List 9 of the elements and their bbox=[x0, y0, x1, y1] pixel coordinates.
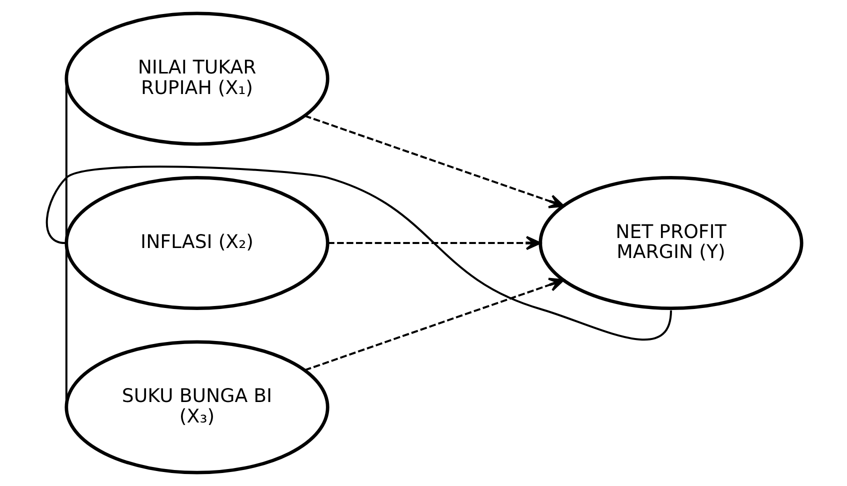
node-ellipse: NILAI TUKAR RUPIAH (X₁) bbox=[64, 12, 329, 146]
arrow bbox=[304, 278, 564, 372]
node-ellipse: NET PROFIT MARGIN (Y) bbox=[538, 176, 803, 310]
connector bbox=[45, 166, 672, 340]
arrow bbox=[304, 114, 564, 208]
arrow bbox=[327, 236, 541, 250]
node-ellipse: INFLASI (X₂) bbox=[64, 176, 329, 310]
node-ellipse: SUKU BUNGA BI (X₃) bbox=[64, 340, 329, 474]
connector bbox=[64, 78, 67, 408]
